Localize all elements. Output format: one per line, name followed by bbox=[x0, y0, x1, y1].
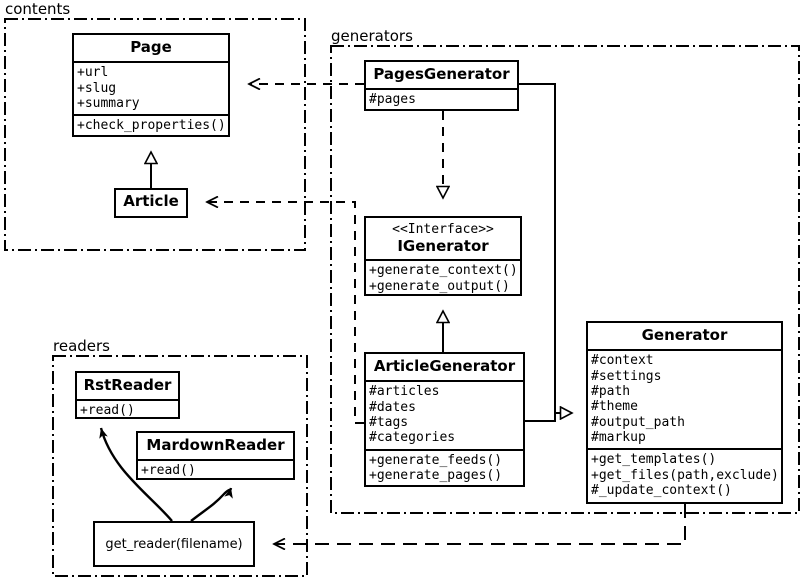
attribute-row: #dates bbox=[369, 399, 416, 415]
function-get-reader[interactable]: get_reader(filename) bbox=[93, 521, 255, 567]
class-mardownreader-name: MardownReader bbox=[146, 436, 285, 454]
attribute-row: +url bbox=[77, 65, 109, 81]
class-generator-methods: +get_templates() +get_files(path,exclude… bbox=[588, 448, 781, 501]
class-pagesgenerator-name: PagesGenerator bbox=[373, 65, 510, 83]
class-page-name: Page bbox=[130, 38, 172, 56]
class-articlegenerator[interactable]: ArticleGenerator #articles #dates #tags … bbox=[364, 352, 525, 487]
class-articlegenerator-methods: +generate_feeds() +generate_pages() bbox=[366, 448, 523, 487]
attribute-row: #categories bbox=[369, 430, 456, 446]
package-label-generators: generators bbox=[331, 27, 413, 45]
method-row: #_update_context() bbox=[591, 482, 732, 498]
class-rstreader-methods: +read() bbox=[77, 399, 178, 421]
edge-generator-uses-get-reader bbox=[274, 504, 686, 544]
package-label-readers: readers bbox=[53, 337, 110, 355]
class-igenerator-name: IGenerator bbox=[397, 237, 489, 255]
class-article[interactable]: Article bbox=[114, 188, 188, 218]
method-row: +generate_pages() bbox=[369, 467, 503, 483]
class-igenerator-methods: +generate_context() +generate_output() bbox=[366, 259, 520, 297]
class-article-name: Article bbox=[123, 192, 179, 210]
class-page-methods: +check_properties() bbox=[74, 114, 228, 136]
edge-get-reader-returns-mardownreader bbox=[190, 487, 233, 522]
class-pagesgenerator-attributes: #pages bbox=[366, 88, 517, 110]
class-articlegenerator-attributes: #articles #dates #tags #categories bbox=[366, 380, 523, 448]
attribute-row: #theme bbox=[591, 399, 638, 415]
edge-articlegenerator-inherits-generator bbox=[525, 413, 556, 422]
class-mardownreader[interactable]: MardownReader +read() bbox=[136, 431, 295, 480]
class-page[interactable]: Page +url +slug +summary +check_properti… bbox=[72, 33, 230, 137]
method-row: +get_files(path,exclude) bbox=[591, 467, 779, 483]
class-articlegenerator-name: ArticleGenerator bbox=[373, 357, 516, 375]
class-page-attributes: +url +slug +summary bbox=[74, 61, 228, 114]
attribute-row: #articles bbox=[369, 384, 440, 400]
method-row: +read() bbox=[80, 403, 135, 419]
method-row: +generate_output() bbox=[369, 278, 510, 294]
method-row: +check_properties() bbox=[77, 118, 226, 134]
attribute-row: +slug bbox=[77, 80, 117, 96]
class-rstreader[interactable]: RstReader +read() bbox=[75, 371, 180, 419]
attribute-row: #settings bbox=[591, 368, 662, 384]
attribute-row: +summary bbox=[77, 95, 140, 111]
attribute-row: #path bbox=[591, 383, 631, 399]
method-row: +get_templates() bbox=[591, 452, 717, 468]
class-generator[interactable]: Generator #context #settings #path #them… bbox=[586, 321, 783, 504]
package-label-contents: contents bbox=[5, 0, 71, 18]
edge-pagesgenerator-inherits-generator bbox=[519, 83, 572, 413]
method-row: +generate_context() bbox=[369, 263, 518, 279]
class-mardownreader-methods: +read() bbox=[138, 459, 293, 481]
edge-articlegenerator-uses-article bbox=[207, 202, 364, 424]
attribute-row: #context bbox=[591, 353, 654, 369]
class-pagesgenerator[interactable]: PagesGenerator #pages bbox=[364, 60, 519, 111]
attribute-row: #markup bbox=[591, 429, 646, 445]
class-igenerator-stereotype: <<Interface>> bbox=[392, 222, 494, 237]
attribute-row: #output_path bbox=[591, 414, 685, 430]
class-generator-name: Generator bbox=[641, 326, 728, 344]
class-igenerator[interactable]: <<Interface>> IGenerator +generate_conte… bbox=[364, 216, 522, 296]
method-row: +read() bbox=[141, 463, 196, 479]
method-row: +generate_feeds() bbox=[369, 452, 503, 468]
attribute-row: #tags bbox=[369, 414, 409, 430]
class-generator-attributes: #context #settings #path #theme #output_… bbox=[588, 349, 781, 448]
function-get-reader-label: get_reader(filename) bbox=[105, 536, 243, 552]
class-rstreader-name: RstReader bbox=[83, 376, 172, 394]
attribute-row: #pages bbox=[369, 92, 416, 108]
